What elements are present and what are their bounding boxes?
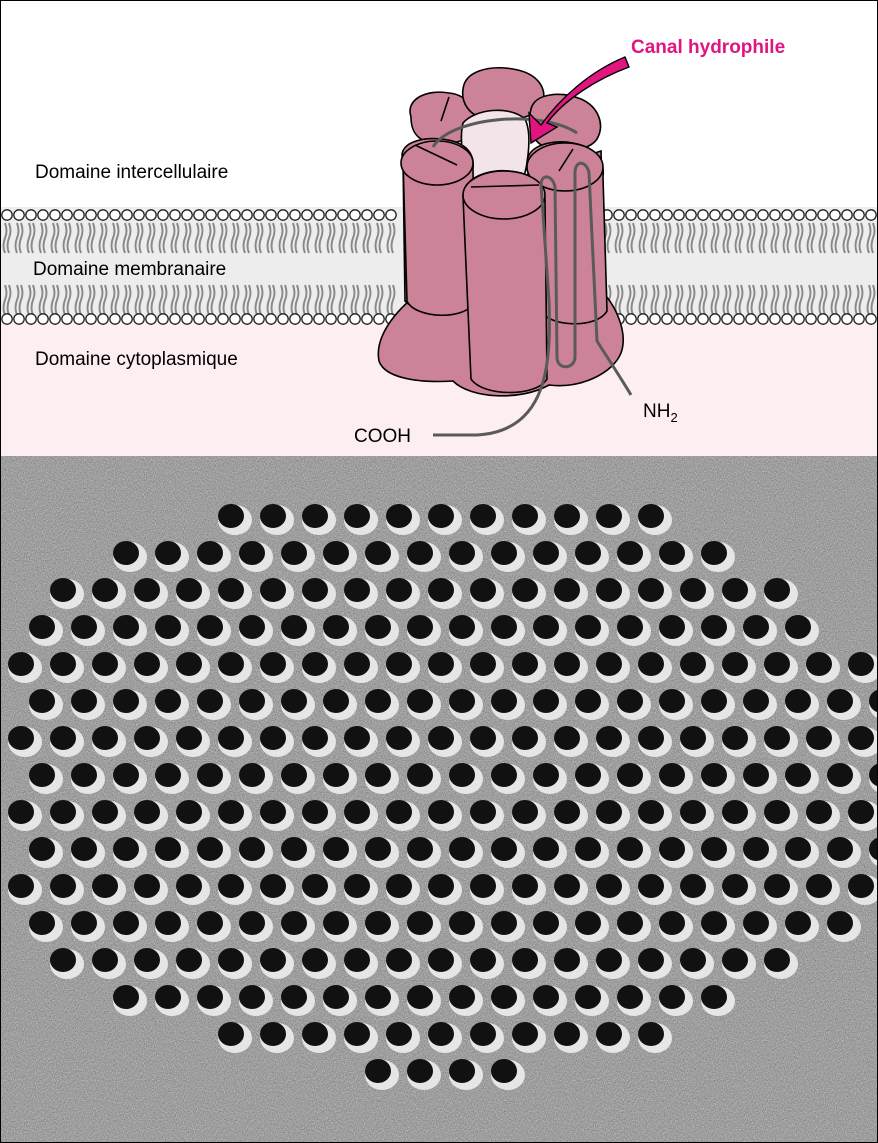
label-extracellular-domain: Domaine intercellulaire [35, 162, 228, 184]
label-hydrophilic-channel: Canal hydrophile [631, 37, 785, 59]
connexon-illustration [1, 1, 877, 456]
subunit-front-center-top [463, 171, 545, 219]
label-c-terminus: COOH [354, 426, 411, 448]
connexon-protein [378, 68, 623, 396]
n-terminus-base: NH [643, 401, 670, 422]
micrograph-image [1, 456, 877, 1142]
label-cytoplasmic-domain: Domaine cytoplasmique [35, 349, 238, 371]
subunit-front-left-top [401, 141, 473, 185]
electron-micrograph [1, 456, 877, 1142]
label-membrane-domain: Domaine membranaire [33, 259, 226, 281]
connexon-diagram: Domaine intercellulaire Domaine membrana… [1, 1, 877, 456]
n-terminus-subscript: 2 [670, 410, 677, 425]
label-n-terminus: NH2 [643, 401, 678, 425]
